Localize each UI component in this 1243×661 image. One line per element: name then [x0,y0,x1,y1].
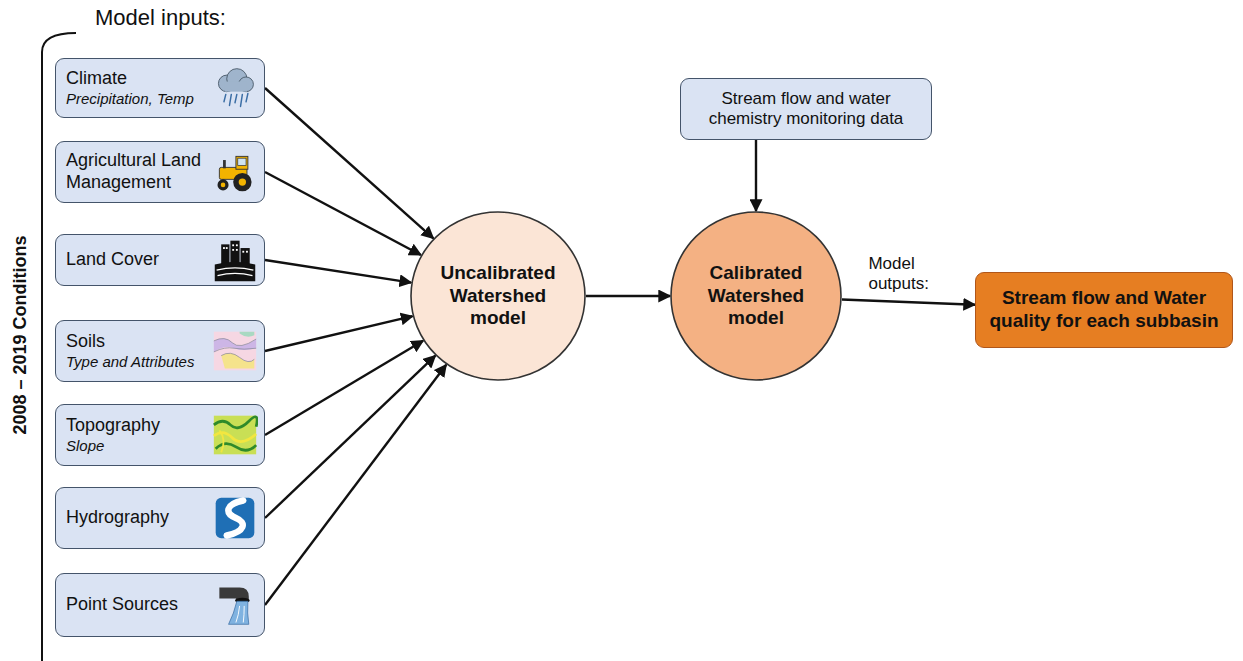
text-block: Stream flow and Water quality for each s… [976,273,1232,347]
node-subtitle: Precipitation, Temp [66,90,216,108]
period-label: 2008 – 2019 Conditions [10,235,31,434]
input-box: ClimatePrecipitation, Temp [55,58,265,118]
input-box: SoilsType and Attributes [55,320,265,382]
text-block: Hydrography [56,488,264,548]
text-block: SoilsType and Attributes [56,321,264,381]
text-block: Uncalibrated Watershed model [410,211,586,381]
node-title: Hydrography [66,507,216,529]
node-title: Soils [66,331,216,353]
flow-arrow [842,299,975,304]
node-subtitle: Slope [66,437,216,455]
input-icon [212,237,258,283]
input-icon [212,495,258,541]
text-block: Calibrated Watershed model [670,211,842,381]
node-title: Stream flow and Water quality for each s… [986,287,1222,333]
edge-label: Model outputs: [866,254,942,293]
text-block: Point Sources [56,574,264,636]
model-circle: Calibrated Watershed model [670,211,842,381]
input-box: Point Sources [55,573,265,637]
input-icon [212,65,258,111]
text-block: Agricultural Land Management [56,142,264,202]
node-title: Agricultural Land Management [66,150,216,193]
text-block: TopographySlope [56,405,264,465]
node-title: Point Sources [66,594,216,616]
input-box: TopographySlope [55,404,265,466]
node-title: Land Cover [66,249,216,271]
input-box: Hydrography [55,487,265,549]
section-heading: Model inputs: [95,5,226,30]
flow-arrow [755,140,757,211]
flow-arrow [265,260,411,283]
flow-arrow [265,172,421,255]
flow-arrow [586,295,670,297]
process-box: Stream flow and water chemistry monitori… [680,78,932,140]
process-box: Stream flow and Water quality for each s… [975,272,1233,348]
model-circle: Uncalibrated Watershed model [410,211,586,381]
node-subtitle: Type and Attributes [66,353,216,371]
input-icon [212,412,258,458]
text-block: Stream flow and water chemistry monitori… [681,79,931,139]
flow-arrow [265,341,423,435]
input-icon [212,582,258,628]
input-icon [212,328,258,374]
node-title: Climate [66,68,216,90]
text-block: ClimatePrecipitation, Temp [56,59,264,117]
node-title: Stream flow and water chemistry monitori… [688,89,924,130]
text-block: Land Cover [56,235,264,285]
flow-arrow [265,365,446,605]
node-title: Topography [66,415,216,437]
node-title: Calibrated Watershed model [692,262,820,330]
input-icon [212,149,258,195]
node-title: Uncalibrated Watershed model [432,262,564,330]
input-box: Agricultural Land Management [55,141,265,203]
input-box: Land Cover [55,234,265,286]
flow-arrow [265,316,413,351]
